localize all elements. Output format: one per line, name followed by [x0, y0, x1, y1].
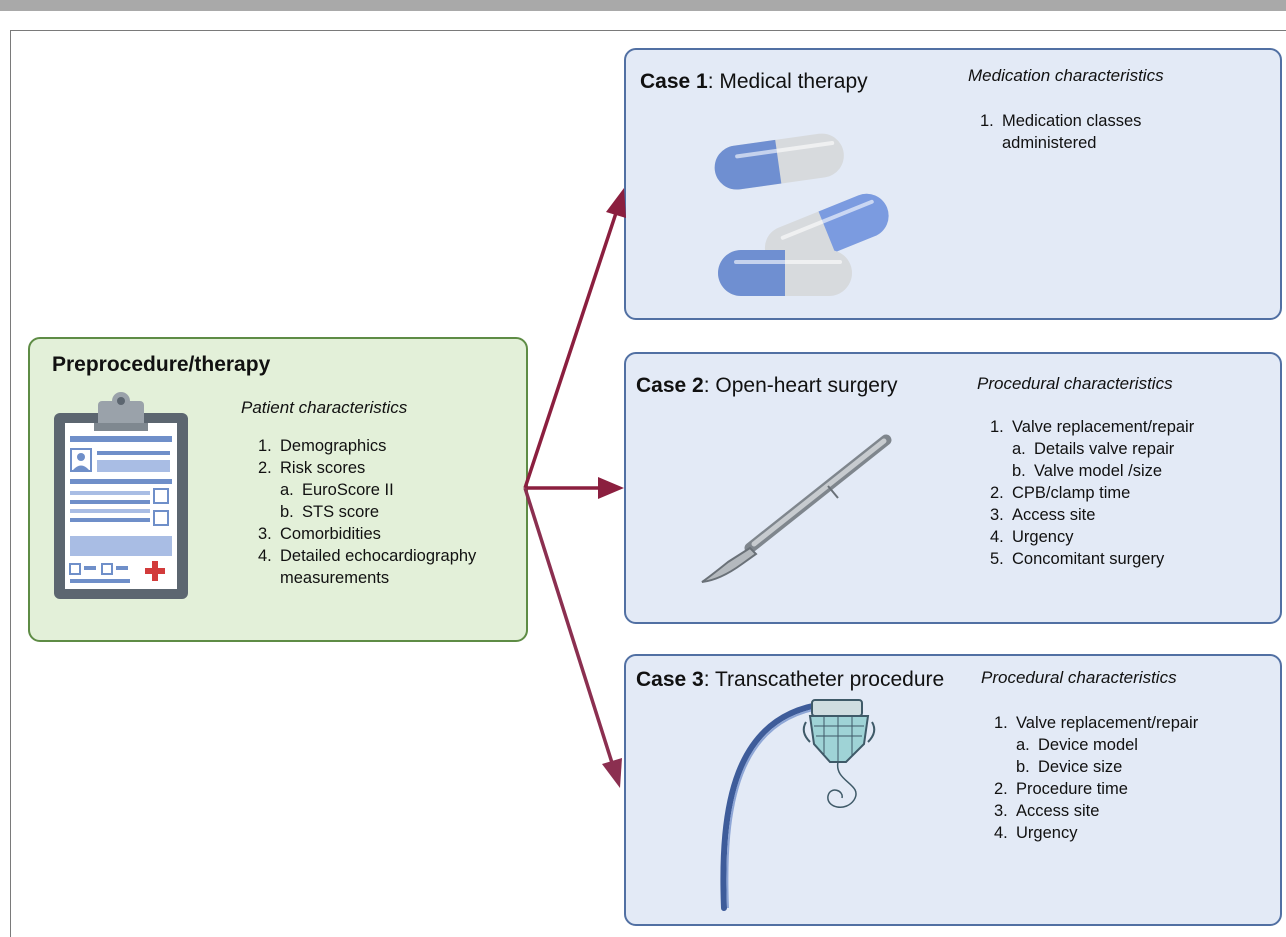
list-item-text: Risk scores: [280, 459, 366, 477]
procedural-characteristics-list-3: 1. Valve replacement/repair a. Device model…: [988, 712, 1198, 844]
list-item-text: Details valve repair: [1034, 440, 1175, 458]
case-3-title: Case 3: Transcatheter procedure: [636, 668, 945, 691]
list-item-number: 4.: [994, 824, 1008, 842]
list-item-number: a.: [1016, 736, 1030, 754]
arrow-to-case-3: [523, 487, 622, 788]
list-item: 3. Access site: [988, 800, 1198, 822]
list-item-number: 2.: [994, 780, 1008, 798]
list-item: measurements: [252, 567, 476, 589]
list-item-number: 3.: [258, 525, 272, 543]
preprocedure-title: Preprocedure/therapy: [52, 353, 271, 376]
list-item-number: 2.: [258, 459, 272, 477]
list-item: b. STS score: [252, 501, 476, 523]
list-item-text: Concomitant surgery: [1012, 550, 1165, 568]
procedural-characteristics-label-2: Procedural characteristics: [977, 374, 1173, 393]
list-item-number: a.: [1012, 440, 1026, 458]
pills-icon: [714, 133, 889, 296]
list-item-number: b.: [280, 503, 294, 521]
list-item: 4. Detailed echocardiography: [252, 545, 476, 567]
case-3-box: Case 3: Transcatheter procedure Procedur…: [624, 654, 1282, 926]
list-item-text: Medication classes: [1002, 112, 1142, 130]
list-item: a. Device model: [988, 734, 1198, 756]
list-item-text: STS score: [302, 503, 380, 521]
list-item: b. Device size: [988, 756, 1198, 778]
list-item: 1. Valve replacement/repair: [988, 712, 1198, 734]
list-item: administered: [974, 132, 1141, 154]
list-item: 2. Procedure time: [988, 778, 1198, 800]
list-item-text: Comorbidities: [280, 525, 381, 543]
procedural-characteristics-label-3: Procedural characteristics: [981, 668, 1177, 687]
scalpel-icon: [701, 434, 892, 583]
list-item: a. Details valve repair: [984, 438, 1194, 460]
list-item: 3. Access site: [984, 504, 1194, 526]
list-item: 2. Risk scores: [252, 457, 476, 479]
list-item-text: CPB/clamp time: [1012, 484, 1131, 502]
list-item: 1. Valve replacement/repair: [984, 416, 1194, 438]
list-item-text: Urgency: [1016, 824, 1078, 842]
list-item-text: Valve replacement/repair: [1016, 714, 1199, 732]
list-item-number: 1.: [980, 112, 994, 130]
list-item-text: Device size: [1038, 758, 1123, 776]
medication-characteristics-label: Medication characteristics: [968, 66, 1164, 85]
list-item: b. Valve model /size: [984, 460, 1194, 482]
preprocedure-box: Preprocedure/therapy Patient characteris…: [28, 337, 528, 642]
medication-characteristics-list: 1. Medication classes administered: [974, 110, 1141, 154]
procedural-characteristics-list-2: 1. Valve replacement/repair a. Details valv…: [984, 416, 1194, 570]
list-item-number: b.: [1016, 758, 1030, 776]
list-item-text: Valve model /size: [1034, 462, 1163, 480]
list-item: 2. CPB/clamp time: [984, 482, 1194, 504]
top-border: [0, 0, 1286, 11]
list-item-text: Access site: [1016, 802, 1100, 820]
clipboard-icon: [54, 392, 188, 599]
list-item-number: b.: [1012, 462, 1026, 480]
list-item-text: measurements: [280, 569, 390, 587]
list-item: 1. Medication classes: [974, 110, 1141, 132]
list-item-text: Access site: [1012, 506, 1096, 524]
list-item-number: 4.: [258, 547, 272, 565]
list-item-number: 5.: [990, 550, 1004, 568]
list-item-text: Urgency: [1012, 528, 1074, 546]
case-2-box: Case 2: Open-heart surgery Procedural ch…: [624, 352, 1282, 624]
list-item-number: 2.: [990, 484, 1004, 502]
list-item-number: 1.: [994, 714, 1008, 732]
list-item-number: 3.: [990, 506, 1004, 524]
list-item: 3. Comorbidities: [252, 523, 476, 545]
patient-characteristics-list: 1. Demographics 2. Risk scores a. EuroScore I…: [252, 435, 476, 589]
list-item-text: EuroScore II: [302, 481, 394, 499]
list-item-number: 1.: [990, 418, 1004, 436]
list-item: 1. Demographics: [252, 435, 476, 457]
case-2-title: Case 2: Open-heart surgery: [636, 374, 898, 397]
case-1-title: Case 1: Medical therapy: [640, 70, 868, 93]
list-item: 4. Urgency: [988, 822, 1198, 844]
list-item-text: Valve replacement/repair: [1012, 418, 1195, 436]
list-item-text: administered: [1002, 134, 1097, 152]
list-item: 5. Concomitant surgery: [984, 548, 1194, 570]
arrow-to-case-2: [525, 477, 624, 499]
list-item-text: Detailed echocardiography: [280, 547, 477, 565]
list-item-text: Demographics: [280, 437, 387, 455]
list-item-number: a.: [280, 481, 294, 499]
list-item-text: Device model: [1038, 736, 1138, 754]
arrow-to-case-1: [523, 188, 626, 489]
list-item-number: 4.: [990, 528, 1004, 546]
figure-frame: [10, 30, 1286, 937]
list-item-text: Procedure time: [1016, 780, 1128, 798]
transcatheter-valve-icon: [720, 699, 876, 911]
list-item: a. EuroScore II: [252, 479, 476, 501]
case-1-box: Case 1: Medical therapy Medication chara…: [624, 48, 1282, 320]
patient-characteristics-label: Patient characteristics: [241, 398, 408, 417]
list-item-number: 3.: [994, 802, 1008, 820]
list-item-number: 1.: [258, 437, 272, 455]
list-item: 4. Urgency: [984, 526, 1194, 548]
